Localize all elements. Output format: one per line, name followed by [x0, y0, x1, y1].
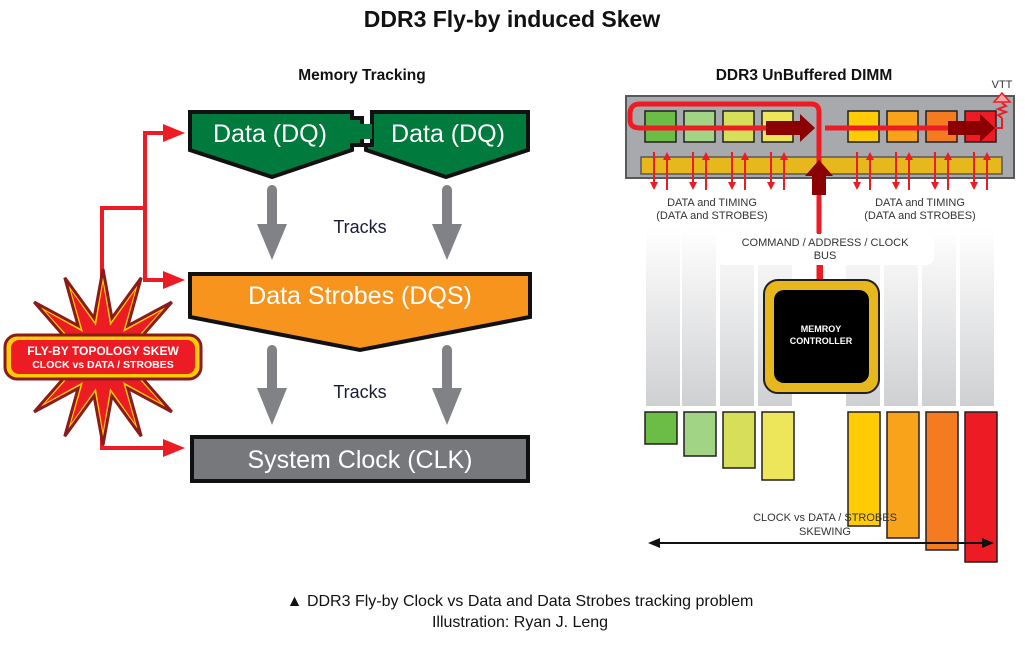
skew-bar [644, 411, 678, 445]
skew-label-line1: CLOCK vs DATA / STROBES [753, 512, 897, 524]
data-dq-right-label: Data (DQ) [391, 120, 505, 148]
fly-by-skew-starburst: FLY-BY TOPOLOGY SKEW CLOCK vs DATA / STR… [3, 268, 203, 446]
vtt-label: VTT [992, 79, 1013, 91]
skew-bar [964, 411, 998, 563]
memory-controller-chip: MEMROY CONTROLLER [763, 279, 880, 394]
vtt-terminator-icon [992, 91, 1012, 129]
data-up-arrowhead [663, 152, 671, 160]
data-up-arrowhead [983, 152, 991, 160]
caption-line1: ▲ DDR3 Fly-by Clock vs Data and Data Str… [287, 593, 754, 610]
data-down-arrowhead [767, 182, 775, 190]
flyby-arrow-right [948, 114, 995, 142]
data-up-arrowhead [780, 152, 788, 160]
right-data-timing-label-2: (DATA and STROBES) [864, 210, 975, 222]
data-down-arrowhead [728, 182, 736, 190]
tracks-label-1: Tracks [333, 217, 386, 237]
data-down-arrowhead [931, 182, 939, 190]
bus-up-arrow [805, 160, 833, 195]
background-column [646, 228, 680, 406]
skew-bar [847, 411, 881, 527]
data-dq-left-box: Data (DQ) [188, 110, 364, 180]
data-up-arrowhead [702, 152, 710, 160]
burst-label-line1: FLY-BY TOPOLOGY SKEW [27, 344, 179, 358]
left-data-timing-label-1: DATA and TIMING [667, 197, 757, 209]
left-data-timing-label-2: (DATA and STROBES) [656, 210, 767, 222]
skew-label-line2: SKEWING [799, 526, 851, 538]
data-up-arrowhead [944, 152, 952, 160]
red-arrowhead-strobes [163, 271, 185, 289]
controller-label-line2: CONTROLLER [790, 336, 853, 346]
data-down-arrowhead [853, 182, 861, 190]
data-dq-right-box: Data (DQ) [364, 110, 530, 180]
bus-label-line1: COMMAND / ADDRESS / CLOCK [742, 237, 910, 249]
skew-bar [761, 411, 795, 481]
data-up-arrowhead [866, 152, 874, 160]
bus-label-backdrop [716, 233, 934, 265]
memory-tracking-heading: Memory Tracking [298, 67, 426, 84]
data-up-arrowhead [741, 152, 749, 160]
tracks-arrow-right-1 [432, 185, 462, 260]
data-up-arrowhead [905, 152, 913, 160]
dimm-heading: DDR3 UnBuffered DIMM [716, 67, 893, 84]
tracks-arrow-left-2 [257, 345, 287, 425]
skew-double-arrow [648, 538, 994, 548]
data-box-connector [358, 124, 372, 139]
data-strobes-label: Data Strobes (DQS) [248, 282, 472, 310]
data-strobes-dqs-box: Data Strobes (DQS) [188, 272, 532, 353]
skew-bar [886, 411, 920, 539]
tracks-arrow-left-1 [257, 185, 287, 260]
data-down-arrowhead [970, 182, 978, 190]
page-title: DDR3 Fly-by induced Skew [364, 6, 661, 32]
red-arrowhead-clock [163, 439, 185, 457]
skew-bar [683, 411, 717, 457]
data-down-arrowhead [650, 182, 658, 190]
skew-bars [644, 411, 998, 563]
burst-label-line2: CLOCK vs DATA / STROBES [32, 359, 174, 371]
data-dq-left-label: Data (DQ) [213, 120, 327, 148]
skew-bar [925, 411, 959, 551]
data-down-arrowhead [892, 182, 900, 190]
tracks-arrow-right-2 [432, 345, 462, 425]
data-timing-arrows [650, 152, 991, 190]
bus-label-line2: BUS [814, 250, 837, 262]
right-data-timing-label-1: DATA and TIMING [875, 197, 965, 209]
system-clock-box: System Clock (CLK) [190, 435, 530, 483]
flyby-arrow-left [766, 114, 815, 142]
skew-bar [722, 411, 756, 469]
caption-line2: Illustration: Ryan J. Leng [432, 614, 608, 631]
controller-label-line1: MEMROY [801, 324, 842, 334]
data-down-arrowhead [689, 182, 697, 190]
background-column [682, 228, 716, 406]
tracks-label-2: Tracks [333, 382, 386, 402]
red-arrowhead-data [163, 124, 185, 142]
system-clock-label: System Clock (CLK) [247, 446, 472, 474]
background-column [960, 228, 994, 406]
